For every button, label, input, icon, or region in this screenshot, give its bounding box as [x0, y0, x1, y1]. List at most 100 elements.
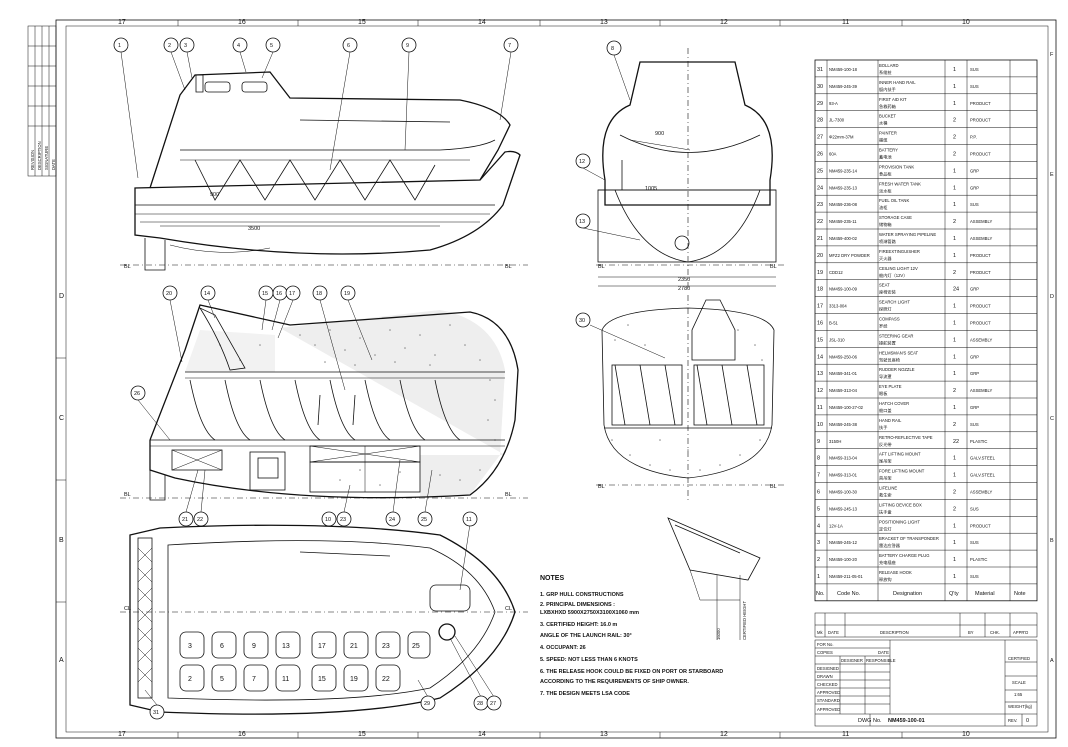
cell-material: GRP: [970, 168, 979, 173]
bottom-number: 10: [962, 731, 970, 738]
cell-designation-cn: 艏缆: [879, 137, 888, 144]
cell-qty: 2: [953, 422, 956, 428]
balloon: 24: [389, 517, 395, 523]
balloon: 5: [270, 43, 273, 49]
tb-rev-label: REV.: [1008, 718, 1017, 723]
balloon: 28: [477, 701, 483, 707]
cell-qty: 1: [953, 371, 956, 377]
header-no: No.: [816, 591, 825, 597]
right-letter: D: [1050, 294, 1054, 300]
seat-number: 13: [282, 643, 290, 650]
cell-designation: SEARCH LIGHT: [879, 300, 910, 305]
top-number: 13: [600, 19, 608, 26]
cell-designation-cn: 首吊架: [879, 475, 892, 482]
cell-no: 3: [817, 540, 820, 546]
hull-outline: [134, 150, 521, 255]
cell-designation-cn: 系缆桩: [879, 69, 892, 76]
side-balloons: 1 2 3 4 5 6 9 7: [113, 37, 519, 53]
note-line: 5. SPEED: NOT LESS THAN 6 KNOTS: [540, 657, 638, 663]
cell-qty: 1: [953, 202, 956, 208]
header-designation: Designation: [893, 591, 922, 597]
cell-no: 26: [817, 152, 823, 158]
top-number: 12: [720, 19, 728, 26]
cell-code: NM459-400-02: [829, 236, 858, 241]
seat-number: 5: [220, 676, 224, 683]
cell-no: 17: [817, 304, 823, 310]
bottom-number: 11: [842, 731, 849, 738]
cell-no: 20: [817, 253, 823, 259]
hatch-cover: [429, 584, 471, 612]
header-code: Code No.: [837, 591, 861, 597]
bottom-number: 16: [238, 731, 246, 738]
top-number: 10: [962, 19, 970, 26]
balloon: 4: [237, 43, 240, 49]
cell-no: 16: [817, 321, 823, 327]
cell-no: 14: [817, 354, 823, 360]
cell-qty: 1: [953, 236, 956, 242]
cell-no: 29: [817, 101, 823, 107]
launching-sketch: 16000 CERTIFIED HEIGHT: [667, 517, 761, 640]
cell-material: GALV.STEEL: [970, 473, 996, 478]
cell-code: NM459-245-13: [829, 506, 858, 511]
cell-qty: 1: [953, 337, 956, 343]
tb-designed: DESIGNED: [817, 666, 839, 671]
cell-designation-cn: 座椅安装: [879, 289, 897, 296]
cell-material: GRP: [970, 354, 979, 359]
balloon: 1: [118, 43, 121, 49]
balloon: 14: [204, 291, 210, 297]
tb-standard: STANDARD: [817, 698, 840, 703]
cell-code: NM459-341-01: [829, 371, 858, 376]
balloon: 23: [340, 517, 346, 523]
cell-qty: 1: [953, 101, 956, 107]
note-line: 2. PRINCIPAL DIMENSIONS :: [540, 602, 615, 608]
sheet-outer-frame: [55, 19, 1057, 739]
seat-number: 15: [318, 676, 326, 683]
cell-designation-cn: 尾吊架: [879, 459, 892, 465]
note-line: 1. GRP HULL CONSTRUCTIONS: [540, 592, 624, 598]
cell-designation: CEILING LIGHT 12V: [879, 266, 918, 271]
cell-material: SUS: [970, 506, 979, 511]
cell-material: SUS: [970, 422, 979, 427]
cell-code: NM459-313-04: [829, 456, 858, 461]
cell-code: NM459-100-27-02: [829, 405, 864, 410]
cell-designation: HELMSMAN'S SEAT: [879, 350, 919, 355]
cell-material: ASSEMBLY: [970, 337, 992, 342]
cell-designation-cn: 充电插座: [879, 559, 896, 566]
tb-description: DESCRIPTION: [880, 630, 909, 635]
cell-qty: 2: [953, 152, 956, 158]
right-letter: E: [1050, 172, 1054, 178]
front-dim-1005: 1005: [645, 186, 657, 192]
tb-date-head: DATE: [878, 650, 889, 655]
cell-code: 3313-004: [829, 304, 847, 309]
seat-number: 7: [252, 676, 256, 683]
cell-designation: RETRO-REFLECTIVE TAPE: [879, 435, 933, 440]
stern-grating: [137, 537, 153, 699]
cell-material: ASSEMBLY: [970, 490, 992, 495]
plan-seats-row-bottom: 2 5 7 11 15 19 22: [179, 664, 401, 692]
balloon: 10: [325, 517, 331, 523]
right-letter: A: [1050, 658, 1054, 664]
cell-code: 93-A: [829, 101, 838, 106]
balloon: 3: [184, 43, 187, 49]
cell-qty: 2: [953, 506, 956, 512]
sheet-inner-frame: [65, 25, 1049, 733]
cell-no: 11: [817, 405, 823, 411]
launch-height: 16000: [716, 628, 721, 640]
seat-number: 9: [252, 643, 256, 650]
cell-qty: 1: [953, 84, 956, 90]
tb-responsible: RESPONSIBLE: [866, 658, 896, 663]
cell-code: 3150H: [829, 439, 841, 444]
tb-designer: DESIGNER: [841, 658, 863, 663]
header-qty: Q'ty: [949, 591, 959, 597]
cell-code: MFZ2 DRY POWDER: [829, 253, 870, 258]
